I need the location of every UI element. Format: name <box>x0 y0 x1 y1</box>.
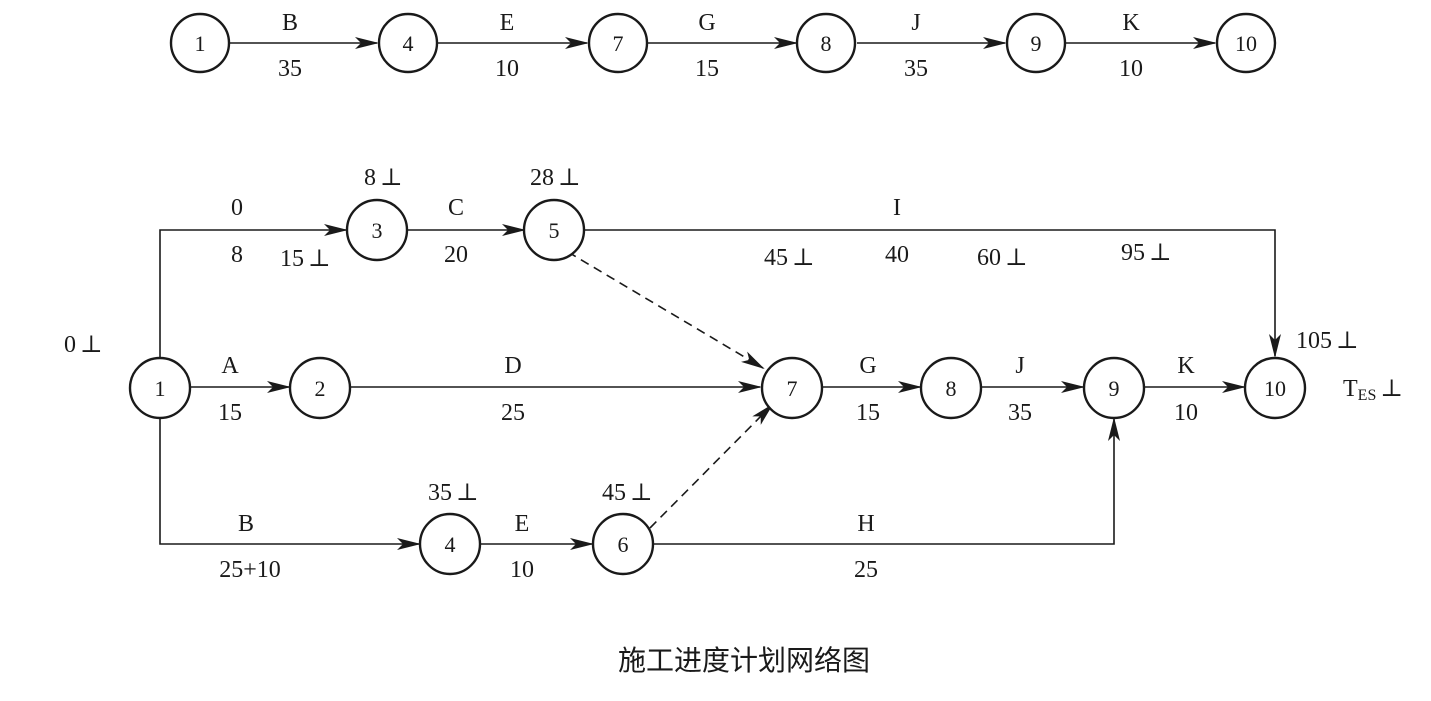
activity-i-name: I <box>893 195 901 221</box>
top-node-1-label: 1 <box>195 31 206 56</box>
top-node-7: 7 <box>587 12 649 74</box>
top-activity-g-name: G <box>698 10 715 36</box>
node-8: 8 <box>919 356 983 420</box>
node-4-label: 4 <box>445 532 456 557</box>
activity-c-name: C <box>448 195 464 221</box>
top-activity-j-duration: 35 <box>904 56 928 82</box>
activity-g-duration: 15 <box>856 400 880 426</box>
node-7-label: 7 <box>787 376 798 401</box>
activity-j-name: J <box>1015 353 1024 379</box>
top-activity-b-name: B <box>282 10 298 36</box>
time-mark-95: 95⊥ <box>1121 240 1172 266</box>
activity-i-duration: 40 <box>885 242 909 268</box>
activity-k-duration: 10 <box>1174 400 1198 426</box>
time-mark-node5-top: 28⊥ <box>530 165 581 191</box>
activity-g-name: G <box>859 353 876 379</box>
top-node-4-label: 4 <box>403 31 414 56</box>
activity-e-name: E <box>515 511 530 537</box>
top-node-10-label: 10 <box>1235 31 1257 56</box>
activity-h-duration: 25 <box>854 557 878 583</box>
time-mark-45: 45⊥ <box>764 245 815 271</box>
top-node-9-label: 9 <box>1031 31 1042 56</box>
node-7: 7 <box>760 356 824 420</box>
node-10: 10 <box>1243 356 1307 420</box>
activity-1-3-duration: 8 <box>231 242 243 268</box>
tes-label: TES⊥ <box>1343 376 1403 404</box>
time-mark-end: 105⊥ <box>1296 328 1359 354</box>
activity-b-duration: 25+10 <box>219 557 281 583</box>
activity-e-duration: 10 <box>510 557 534 583</box>
activity-j-duration: 35 <box>1008 400 1032 426</box>
activity-h-name: H <box>857 511 874 537</box>
activity-a-duration: 15 <box>218 400 242 426</box>
time-mark-60: 60⊥ <box>977 245 1028 271</box>
edge-1-3 <box>159 224 348 360</box>
time-mark-node3-top: 8⊥ <box>364 165 403 191</box>
time-mark-node6: 45⊥ <box>602 480 653 506</box>
top-activity-b-duration: 35 <box>278 56 302 82</box>
activity-k-name: K <box>1177 353 1195 379</box>
node-3: 3 <box>345 198 409 262</box>
node-3-label: 3 <box>372 218 383 243</box>
diagram-caption: 施工进度计划网络图 <box>618 644 870 677</box>
time-mark-node4: 35⊥ <box>428 480 479 506</box>
node-5: 5 <box>522 198 586 262</box>
time-mark-start: 0⊥ <box>64 332 103 358</box>
edge-5-10-i <box>584 229 1281 358</box>
activity-c-duration: 20 <box>444 242 468 268</box>
top-node-8: 8 <box>795 12 857 74</box>
node-9-label: 9 <box>1109 376 1120 401</box>
node-6: 6 <box>591 512 655 576</box>
activity-d-duration: 25 <box>501 400 525 426</box>
dummy-edge-6-7 <box>649 403 774 529</box>
top-activity-j-name: J <box>911 10 920 36</box>
top-activity-g-duration: 15 <box>695 56 719 82</box>
node-9: 9 <box>1082 356 1146 420</box>
node-1: 1 <box>128 356 192 420</box>
node-6-label: 6 <box>618 532 629 557</box>
top-activity-k-duration: 10 <box>1119 56 1143 82</box>
edge-6-9-h <box>653 417 1120 545</box>
node-8-label: 8 <box>946 376 957 401</box>
top-chain: 1 4 7 8 9 10 B 35 E 10 G 15 J 35 K 10 <box>169 10 1277 82</box>
top-node-4: 4 <box>377 12 439 74</box>
activity-a-name: A <box>221 353 239 379</box>
top-activity-k-name: K <box>1122 10 1140 36</box>
top-node-10: 10 <box>1215 12 1277 74</box>
activity-b-name: B <box>238 511 254 537</box>
edge-1-4-b <box>159 416 421 550</box>
main-network: 1 2 3 4 5 6 7 8 9 10 0 8 C 20 I 40 A 15 … <box>64 165 1403 583</box>
time-mark-node3-bottom: 15⊥ <box>280 246 331 272</box>
dummy-edge-5-7 <box>567 251 765 370</box>
node-10-label: 10 <box>1264 376 1286 401</box>
top-node-1: 1 <box>169 12 231 74</box>
top-node-8-label: 8 <box>821 31 832 56</box>
top-activity-e-duration: 10 <box>495 56 519 82</box>
node-2-label: 2 <box>315 376 326 401</box>
node-4: 4 <box>418 512 482 576</box>
node-5-label: 5 <box>549 218 560 243</box>
top-activity-e-name: E <box>500 10 515 36</box>
activity-1-3-name: 0 <box>231 195 243 221</box>
node-2: 2 <box>288 356 352 420</box>
top-node-7-label: 7 <box>613 31 624 56</box>
node-1-label: 1 <box>155 376 166 401</box>
top-node-9: 9 <box>1005 12 1067 74</box>
activity-d-name: D <box>504 353 521 379</box>
